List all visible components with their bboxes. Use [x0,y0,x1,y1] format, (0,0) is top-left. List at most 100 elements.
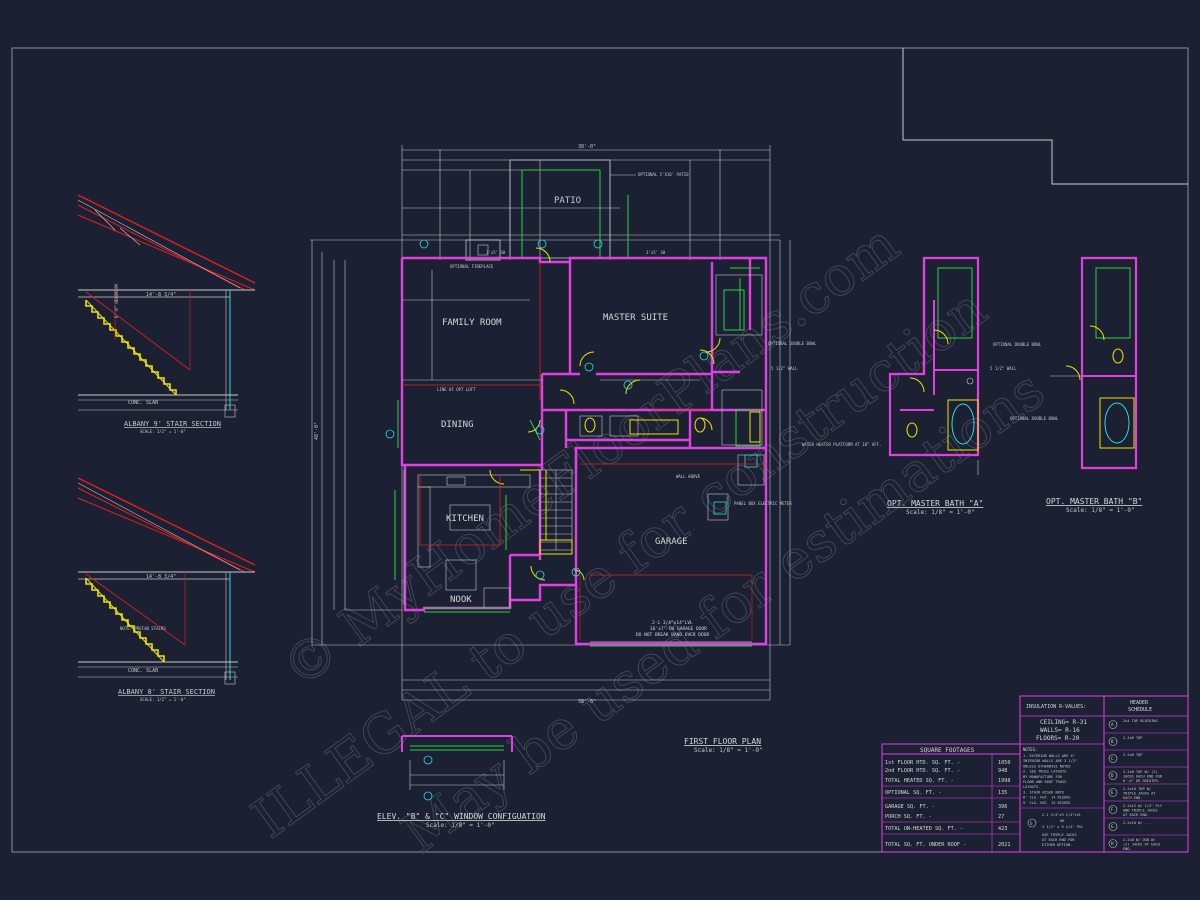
header-row-key: G [1111,824,1114,829]
elev-scale: Scale: 1/8" = 1'-0" [426,822,495,829]
header-row-key: F [1111,807,1114,812]
header-row-marker [1108,737,1118,746]
sqft-row-value: 948 [998,768,1007,774]
note-wall-above: WALL ABOVE [676,474,701,479]
note-wall-5-1-2: 5 1/2" WALL [771,366,798,371]
sqft-row-value: 135 [998,790,1007,796]
opt-master-bath-b: OPTIONAL DOUBLE BOWL OPT. MASTER BATH "B… [1010,256,1142,514]
note-line: 3. STAIR RISER NOTE [1023,790,1064,794]
notes-title: NOTES: [1023,747,1037,752]
stair-8-title: ALBANY 8' STAIR SECTION [118,688,215,696]
header-row-key: D [1111,773,1114,778]
note-line: FLOOR AND ROOF TRUSS [1023,780,1066,784]
square-footage-table: SQUARE FOOTAGES 1st FLOOR HTD. SQ. FT. -… [881,743,1021,853]
sqft-row-label: TOTAL UN-HEATED SQ. FT. - [885,826,963,832]
bath-a-title: OPT. MASTER BATH "A" [887,499,983,508]
header-row-marker [1108,720,1118,729]
insulation-ceiling: CEILING= R-31 [1040,719,1087,726]
stair-9-headroom: 6'-8" HEADROOM [114,284,119,318]
header-row-marker [1108,771,1118,780]
stair-9-slab: CONC. SLAB [128,400,158,406]
header-row-text: JACKS EACH END FOR [1123,774,1163,778]
header-row-text: END. [1123,847,1132,851]
note-line: INTERIOR WALLS ARE 3 1/2" [1023,759,1077,763]
stair-8-slab: CONC. SLAB [128,668,158,674]
header-row-text: 2-2x8 W/ OSB W/ [1123,838,1155,842]
header-row-text: 2-2x12 W/ 1/2" PLY [1123,804,1163,808]
sqft-row-value: 1998 [998,778,1011,784]
header-row-key: E [1111,790,1114,795]
elevation-window-config: ELEV. "B" & "C" WINDOW CONFIGUATION Scal… [377,735,546,829]
header-row-marker [1108,805,1118,814]
header-row-marker [1108,822,1118,831]
header-row-text: EACH END. [1123,796,1142,800]
insulation-notes-block: INSULATION R-VALUES: CEILING= R-31 WALLS… [1019,695,1105,853]
note-line: UNLESS OTHERWISE NOTED [1023,764,1071,768]
header-row-marker [1108,839,1118,848]
note-window-1: 3'x5' SH [646,250,666,255]
sqft-row-label: OPTIONAL SQ. FT. - [885,790,941,796]
header-row-text: AT EACH END. [1123,813,1149,817]
header-row-text: 2-2x10 W/ ... [1123,821,1151,825]
header-row-marker [1108,788,1118,797]
note-garage-beam: 2-1 3/4"x14"LVL [652,620,693,626]
patio-outline [509,159,611,259]
note-line: 8' CLG. HGT. 14 RISERS [1023,796,1071,800]
header-row-text: 2x4 TOP BLOCKING [1123,719,1158,723]
room-patio: PATIO [554,196,581,206]
note-optional-fireplace: OPTIONAL FIREPLACE [450,264,494,269]
note-panel: PANEL BOX ELECTRIC METER [734,501,792,506]
dim-top-total: 38'-0" [578,144,596,150]
beam-note-3: 3 1/2" x 9 1/4" PSL [1042,825,1083,829]
dim-bottom-total: 38'-0" [578,699,596,705]
stair-section-9: 14'-8 3/4" 6'-8" HEADROOM CONC. SLAB ALB… [77,194,256,434]
stair-8-dim: 14'-8 3/4" [146,574,176,580]
room-nook: NOOK [450,595,472,605]
note-line: 1. EXTERIOR WALLS ARE 6" [1023,754,1075,758]
header-row-key: C [1111,756,1114,761]
header-row-text: 2-2x8 TOP [1123,753,1142,757]
note-garage-band: DO NOT BREAK BAND OVER DOOR [636,632,709,638]
header-row-text: TRIPLE JACKS AT [1123,791,1156,795]
stair-9-dim: 14'-8 3/4" [146,292,176,298]
room-master-suite: MASTER SUITE [603,313,668,323]
header-title-2: SCHEDULE [1128,707,1152,713]
bath-b-note-bowl: OPTIONAL DOUBLE BOWL [1010,416,1059,421]
sqft-row-label: 2nd FLOOR HTD. SQ. FT. - [885,768,960,774]
sqft-row-value: 423 [998,826,1007,832]
header-row-text: AND TRIPLE JACKS [1123,808,1158,812]
fireplace [465,239,501,261]
title-block-corner [902,48,1188,185]
bath-a-scale: Scale: 1/8" = 1'-0" [906,509,975,516]
note-line: 2. SEE TRUSS LAYOUTS [1023,770,1066,774]
beam-note-2: OR [1060,819,1065,823]
header-row-key: B [1111,739,1114,744]
beam-note-6: EITHER OPTION. [1042,843,1072,847]
room-family-room: FAMILY ROOM [442,318,502,328]
note-line-of-loft: LINE OF OPT LOFT [437,387,476,392]
sqft-row-value: 1050 [998,760,1011,766]
elev-title: ELEV. "B" & "C" WINDOW CONFIGUATION [377,812,546,821]
svg-text:G: G [1030,821,1033,826]
sheet-border [11,47,1189,853]
dim-left-total: 48'-0" [314,422,320,440]
header-row-key: H [1111,841,1114,846]
header-row-text: 6'-0" OR GREATER. [1123,779,1160,783]
sqft-row-value: 2021 [998,842,1011,848]
note-garage-door: 16'x7' OH GARAGE DOOR [650,626,707,632]
stair-8-note: NOTE: PREFAB STAIRS [120,626,166,631]
sqft-row-label: TOTAL HEATED SQ. FT. - [885,778,954,784]
stair-8-scale: SCALE: 1/2" = 1'-0" [140,697,186,702]
sqft-row-value: 27 [998,814,1004,820]
room-kitchen: KITCHEN [446,514,484,524]
header-title-1: HEADER [1130,700,1149,706]
bath-a-note-bowl: OPTIONAL DOUBLE BOWL [993,342,1042,347]
note-window-2: 3'x5' SH [486,250,506,255]
sqft-title: SQUARE FOOTAGES [920,747,975,754]
insulation-title: INSULATION R-VALUES: [1026,704,1086,710]
bath-a-note-wall: 5 1/2" WALL [990,366,1017,371]
first-floor-plan: 38'-0" 38'-0" 48'-0" PATIO OPTIONAL 5'X1… [310,144,881,801]
